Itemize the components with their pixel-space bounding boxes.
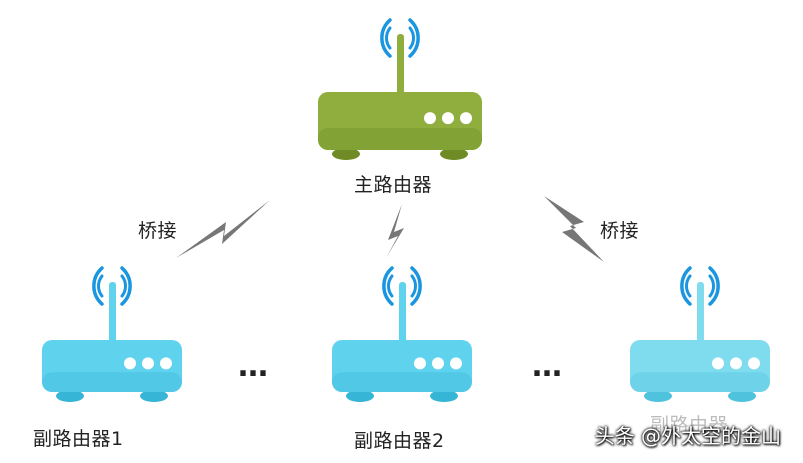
link-label-left: 桥接 xyxy=(138,220,178,242)
lightning-center-icon xyxy=(386,204,404,258)
sub-router-3-label: 副路由器 xyxy=(650,414,729,436)
sub-router-2-label: 副路由器2 xyxy=(354,430,445,452)
sub-router-2-icon xyxy=(332,266,472,402)
watermark: 头条 @外太空的金山 xyxy=(594,424,781,448)
lightning-right-icon xyxy=(544,196,604,262)
sub-router-3-icon xyxy=(630,266,770,402)
main-router-icon xyxy=(318,18,482,160)
lightning-left-icon xyxy=(176,200,270,258)
ellipsis-right: … xyxy=(532,349,565,384)
ellipsis-left: … xyxy=(238,349,271,384)
main-router-label: 主路由器 xyxy=(354,174,433,196)
link-label-right: 桥接 xyxy=(600,220,640,242)
sub-router-1-label: 副路由器1 xyxy=(33,428,124,450)
sub-router-1-icon xyxy=(42,266,182,402)
